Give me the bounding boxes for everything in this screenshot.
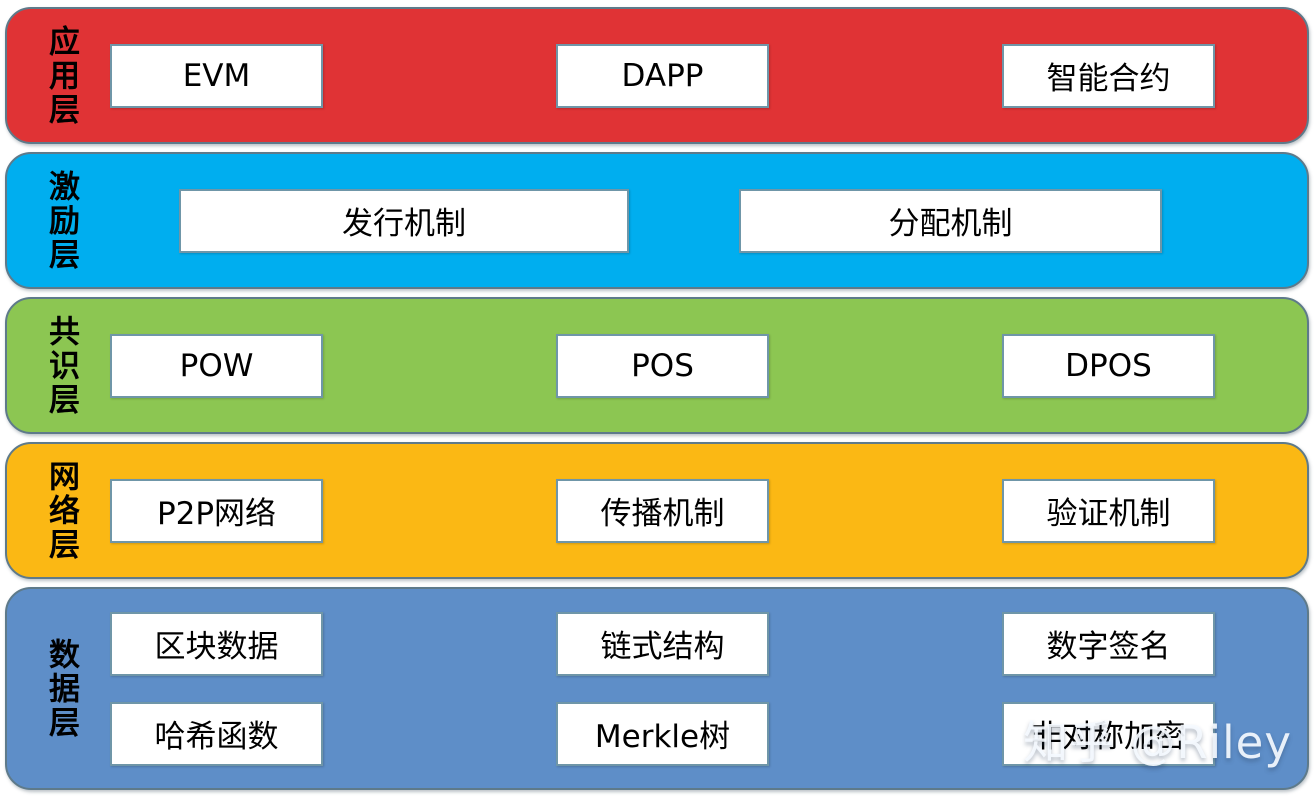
box-propagation-mechanism: 传播机制: [556, 478, 769, 543]
layer-application-label: 应用层: [43, 24, 79, 127]
box-asymmetric-encryption: 非对称加密: [1002, 701, 1215, 766]
box-digital-signature: 数字签名: [1002, 611, 1215, 676]
layer-data-label: 数据层: [43, 637, 79, 740]
layer-incentive-boxes: 发行机制 分配机制: [179, 154, 1162, 287]
box-distribution-mechanism: 分配机制: [739, 188, 1162, 253]
box-block-data: 区块数据: [110, 611, 323, 676]
box-issuance-mechanism: 发行机制: [179, 188, 629, 253]
box-pow: POW: [110, 333, 323, 398]
box-dapp: DAPP: [556, 43, 769, 108]
layer-application: 应用层 EVM DAPP 智能合约: [5, 7, 1309, 144]
box-p2p-network: P2P网络: [110, 478, 323, 543]
layer-data: 数据层 区块数据 链式结构 数字签名 哈希函数 Merkle树 非对称加密: [5, 587, 1309, 790]
layer-data-row-2: 哈希函数 Merkle树 非对称加密: [110, 701, 1215, 766]
box-merkle-tree: Merkle树: [556, 701, 769, 766]
layer-consensus-boxes: POW POS DPOS: [110, 299, 1215, 432]
layer-consensus-label: 共识层: [43, 314, 79, 417]
layer-network: 网络层 P2P网络 传播机制 验证机制: [5, 442, 1309, 579]
layer-application-boxes: EVM DAPP 智能合约: [110, 9, 1215, 142]
layer-consensus: 共识层 POW POS DPOS: [5, 297, 1309, 434]
layer-incentive: 激励层 发行机制 分配机制: [5, 152, 1309, 289]
layer-data-row-1: 区块数据 链式结构 数字签名: [110, 611, 1215, 676]
layer-incentive-label: 激励层: [43, 169, 79, 272]
box-dpos: DPOS: [1002, 333, 1215, 398]
box-evm: EVM: [110, 43, 323, 108]
box-verification-mechanism: 验证机制: [1002, 478, 1215, 543]
box-chain-structure: 链式结构: [556, 611, 769, 676]
layer-data-boxes: 区块数据 链式结构 数字签名 哈希函数 Merkle树 非对称加密: [110, 589, 1215, 788]
box-pos: POS: [556, 333, 769, 398]
layer-network-boxes: P2P网络 传播机制 验证机制: [110, 444, 1215, 577]
box-smart-contract: 智能合约: [1002, 43, 1215, 108]
box-hash-function: 哈希函数: [110, 701, 323, 766]
layer-network-label: 网络层: [43, 459, 79, 562]
